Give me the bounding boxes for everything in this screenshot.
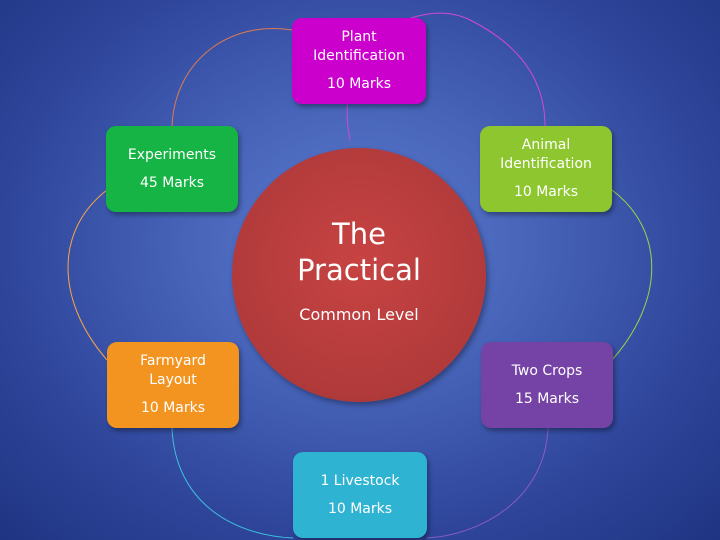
node-two-crops: Two Crops 15 Marks	[481, 342, 613, 428]
node-marks: 45 Marks	[139, 174, 205, 191]
node-farmyard-layout: Farmyard Layout 10 Marks	[107, 342, 239, 428]
node-animal-identification: Animal Identification 10 Marks	[480, 126, 612, 212]
arc-live-farm	[171, 427, 294, 539]
arc-crops-live	[426, 427, 549, 539]
node-livestock: 1 Livestock 10 Marks	[293, 452, 427, 538]
node-plant-identification: Plant Identification 10 Marks	[292, 18, 426, 104]
node-marks: 10 Marks	[327, 500, 393, 517]
center-circle	[232, 148, 486, 402]
arc-exper-plant	[171, 28, 293, 127]
arc-farm-exper	[67, 189, 108, 361]
arc-animal-crops	[611, 189, 653, 361]
node-marks: 10 Marks	[326, 76, 392, 92]
node-experiments: Experiments 45 Marks	[106, 126, 238, 212]
center-subtitle: Common Level	[299, 305, 419, 324]
node-marks: 10 Marks	[513, 184, 579, 200]
center-title: The Practical	[297, 217, 421, 287]
node-marks: 15 Marks	[514, 390, 580, 407]
node-marks: 10 Marks	[140, 400, 206, 416]
